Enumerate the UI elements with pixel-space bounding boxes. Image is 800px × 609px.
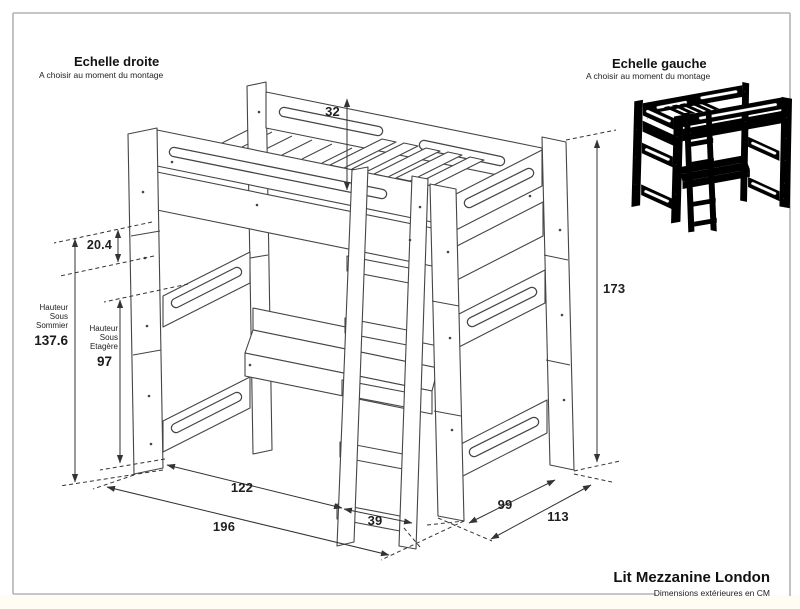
loft-bed-isometric: [127, 81, 575, 550]
caption-hauteur-sous-etagere: Hauteur Sous Etagère 97: [68, 324, 118, 369]
header-left-ladder-subtitle: A choisir au moment du montage: [586, 71, 711, 81]
dimension-lines: [53, 98, 621, 561]
dim-total-depth: 113: [547, 509, 569, 524]
dim-rail-height: 32: [325, 104, 340, 119]
dim-gap-under-rail: 20.4: [86, 238, 112, 252]
header-right-ladder-title: Echelle droite: [74, 54, 160, 69]
mini-bed-drawing: [629, 80, 794, 235]
caption-hauteur-sous-sommier: Hauteur Sous Sommier 137.6: [18, 303, 68, 348]
product-name: Lit Mezzanine London: [613, 569, 770, 586]
units-note: Dimensions extérieures en CM: [653, 588, 770, 598]
dim-inner-width: 122: [230, 480, 254, 495]
dim-height-under-base: 137.6: [34, 333, 68, 348]
dim-side-depth: 99: [497, 497, 513, 512]
dim-ladder-width: 39: [367, 513, 383, 528]
page-bottom-strip: [0, 595, 800, 609]
title-block: Lit Mezzanine London Dimensions extérieu…: [613, 569, 770, 598]
drawing-frame: [12, 12, 791, 596]
header-right-ladder-subtitle: A choisir au moment du montage: [39, 70, 164, 80]
dim-total-width: 196: [212, 519, 236, 534]
header-left-ladder-title: Echelle gauche: [612, 56, 707, 71]
dim-total-height: 173: [603, 281, 626, 296]
dim-height-under-shelf: 97: [96, 354, 112, 369]
